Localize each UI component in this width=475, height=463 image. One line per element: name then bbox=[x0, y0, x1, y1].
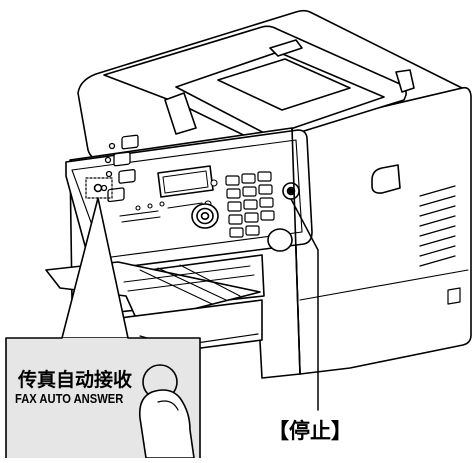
navigator-dial bbox=[191, 203, 219, 229]
numeric-keypad bbox=[225, 171, 275, 238]
pressing-finger bbox=[138, 389, 195, 459]
stop-leader-line bbox=[290, 198, 319, 411]
side-handle bbox=[371, 164, 401, 194]
feeder-output-flap bbox=[164, 92, 197, 135]
side-vents bbox=[419, 185, 456, 267]
document-guide-slot bbox=[217, 58, 351, 111]
fax-auto-answer-highlight bbox=[85, 177, 113, 199]
document-feeder-tray bbox=[175, 51, 385, 137]
side-port bbox=[447, 287, 461, 305]
start-button bbox=[267, 228, 293, 252]
output-tray-ribs bbox=[123, 264, 255, 305]
fax-auto-answer-label-cn: 传真自动接收 bbox=[18, 369, 133, 391]
panel-small-controls bbox=[119, 179, 218, 223]
feeder-right-lip bbox=[395, 69, 415, 93]
document-guide-tab bbox=[269, 39, 303, 57]
stop-button-label: 【停止】 bbox=[268, 419, 352, 443]
fax-auto-answer-button-small bbox=[93, 183, 103, 193]
fax-auto-answer-label-en: FAX AUTO ANSWER bbox=[15, 391, 124, 406]
lcd-display bbox=[157, 165, 214, 198]
printer-right-side-panel bbox=[291, 86, 472, 375]
